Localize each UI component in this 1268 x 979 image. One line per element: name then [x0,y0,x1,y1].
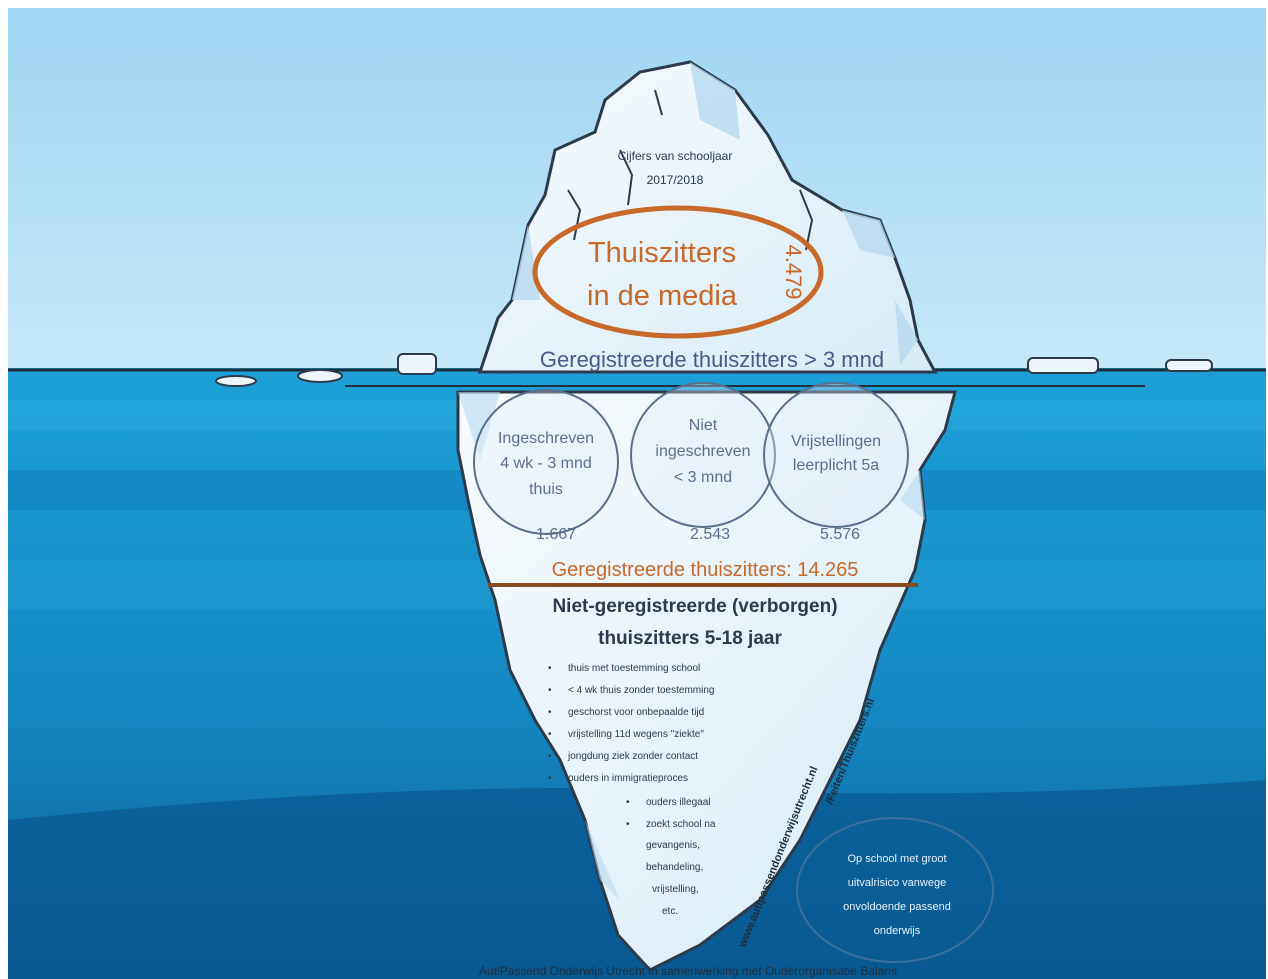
iceberg-bottom-shading [458,392,925,900]
bullet-1: • [548,663,552,674]
circle2-line3: < 3 mnd [674,469,732,486]
circle3-value: 5.576 [820,526,860,543]
iceberg-cracks [567,89,814,251]
circle-vrijstellingen [763,382,909,528]
circle-ingeschreven [473,389,619,535]
circle2-value: 2.543 [690,526,730,543]
bullet-2: • [548,685,552,696]
sub-bullet-2-text: zoekt school na [646,819,716,830]
continuation-1: gevangenis, [646,840,700,851]
circle3-line2: leerplicht 5a [793,457,879,474]
hidden-title2: thuiszitters 5-18 jaar [598,628,782,649]
continuation-2: behandeling, [646,862,703,873]
bullet-6-text: ouders in immigratieproces [568,773,688,784]
circle1-line1: Ingeschreven [498,430,594,447]
media-ellipse [532,205,824,339]
registered-total-label: Geregistreerde thuiszitters: 14.265 [552,559,859,581]
circle-niet-ingeschreven [630,382,776,528]
circle1-value: 1.667 [536,526,576,543]
year-value: 2017/2018 [647,173,704,187]
bullet-5: • [548,751,552,762]
circle3-line1: Vrijstellingen [791,433,881,450]
risk-bubble [796,817,994,963]
iceberg-shading [512,62,918,365]
sub-bullet-1: • [626,797,630,808]
continuation-3: vrijstelling, [652,884,699,895]
bullet-4-text: vrijstelling 11d wegens "ziekte" [568,729,704,740]
bubble-line1: Op school met groot [847,853,946,865]
bullet-2-text: < 4 wk thuis zonder toestemming [568,685,714,696]
year-label: Cijfers van schooljaar [618,149,733,163]
bubble-line3: onvoldoende passend [843,901,951,913]
bullet-3: • [548,707,552,718]
footer-credit: AutiPassend Onderwijs Utrecht in samenwe… [479,964,897,978]
bullet-1-text: thuis met toestemming school [568,663,700,674]
media-count: 4.479 [781,244,806,299]
ice-floes [215,353,1213,387]
sub-bullet-2: • [626,819,630,830]
bubble-line2: uitvalrisico vanwege [848,877,946,889]
hidden-title1: Niet-geregistreerde (verborgen) [552,596,837,617]
circle1-line3: thuis [529,481,563,498]
bubble-line4: onderwijs [874,925,921,937]
bullet-3-text: geschorst voor onbepaalde tijd [568,707,704,718]
circle1-line2: 4 wk - 3 mnd [500,455,592,472]
sub-bullet-1-text: ouders illegaal [646,797,711,808]
bullet-4: • [548,729,552,740]
bullet-6: • [548,773,552,784]
media-line1: Thuiszitters [588,237,736,269]
iceberg-bottom [456,390,957,972]
registered-long-label: Geregistreerde thuiszitters > 3 mnd [540,347,884,372]
continuation-4: etc. [662,906,678,917]
circle2-line1: Niet [689,417,718,434]
media-line2: in de media [587,280,738,312]
circle2-line2: ingeschreven [655,443,750,460]
hidden-bullets: • thuis met toestemming school • < 4 wk … [548,663,716,917]
bullet-5-text: jongdung ziek zonder contact [567,751,698,762]
